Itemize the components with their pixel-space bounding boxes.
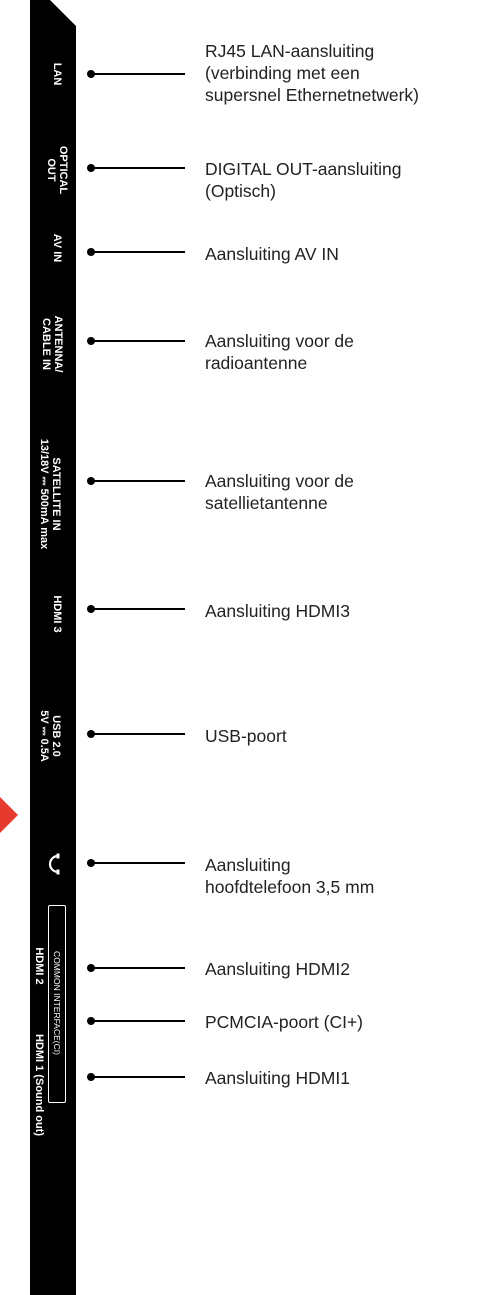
description-pcmcia: PCMCIA-poort (CI+): [205, 1012, 364, 1032]
panel-label-usb: USB 2.0 5V ⎓ 0.5A: [38, 710, 62, 762]
leader-line-pcmcia: [91, 1020, 185, 1022]
description-av-in: Aansluiting AV IN: [205, 244, 339, 264]
panel-label-optical-out: OPTICAL OUT: [45, 145, 69, 195]
panel-label-satellite: SATELLITE IN 13/18V ⎓ 500mA max: [38, 438, 62, 550]
description-hdmi1: Aansluiting HDMI1: [205, 1068, 350, 1088]
description-optical: DIGITAL OUT-aansluiting (Optisch): [205, 159, 402, 201]
panel-label-hdmi2: HDMI 2: [33, 947, 45, 985]
description-hdmi2: Aansluiting HDMI2: [205, 959, 350, 979]
leader-line-satellite: [91, 480, 185, 482]
panel-label-antenna: ANTENNA/ CABLE IN: [40, 315, 64, 373]
leader-line-av-in: [91, 251, 185, 253]
leader-line-optical: [91, 167, 185, 169]
panel-label-av-in: AV IN: [51, 233, 63, 263]
common-interface-frame: [48, 905, 66, 1103]
panel-label-hdmi3: HDMI 3: [51, 595, 63, 633]
leader-line-hdmi2: [91, 967, 185, 969]
description-usb: USB-poort: [205, 726, 287, 746]
tv-side-panel: [30, 0, 76, 1295]
leader-line-antenna: [91, 340, 185, 342]
description-lan: RJ45 LAN-aansluiting (verbinding met een…: [205, 41, 419, 105]
pointer-arrow-icon: [0, 797, 18, 833]
panel-label-hdmi1: HDMI 1 (Sound out): [33, 1033, 45, 1137]
headphone-icon: [48, 853, 60, 875]
panel-label-common-interface: COMMON INTERFACE(CI): [52, 951, 62, 1055]
leader-line-usb: [91, 733, 185, 735]
leader-line-hdmi3: [91, 608, 185, 610]
description-satellite: Aansluiting voor de satellietantenne: [205, 471, 354, 513]
leader-line-headphone: [91, 862, 185, 864]
panel-label-lan: LAN: [51, 62, 63, 86]
description-hdmi3: Aansluiting HDMI3: [205, 601, 350, 621]
leader-line-lan: [91, 73, 185, 75]
leader-line-hdmi1: [91, 1076, 185, 1078]
description-antenna: Aansluiting voor de radioantenne: [205, 331, 354, 373]
description-headphone: Aansluiting hoofdtelefoon 3,5 mm: [205, 855, 375, 897]
